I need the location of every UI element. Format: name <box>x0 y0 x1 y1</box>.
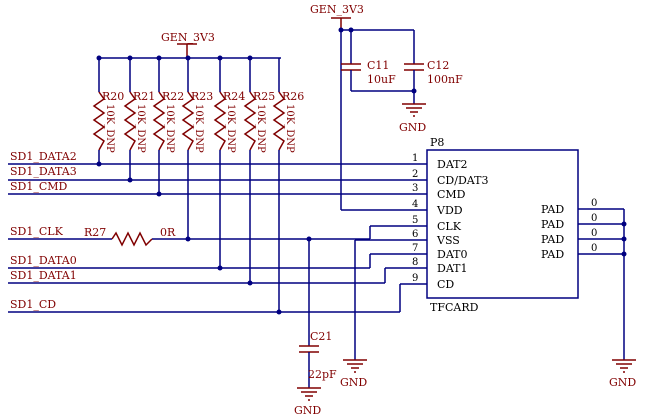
connector-part: TFCARD <box>430 301 479 314</box>
resistor-ref: R24 <box>223 90 245 103</box>
pullup-resistors: R2010K_DNPR2110K_DNPR2210K_DNPR2310K_DNP… <box>92 58 304 153</box>
c12-value: 100nF <box>427 73 463 86</box>
decoupling-caps: C11 10uF C12 100nF <box>341 29 463 104</box>
pin-name: CMD <box>437 188 466 201</box>
net-wires <box>8 163 427 313</box>
r27-value: 0R <box>160 226 176 239</box>
pin-name: VSS <box>436 234 460 247</box>
pad-name: PAD <box>541 233 564 246</box>
c12-ref: C12 <box>427 59 449 72</box>
resistor-value: 10K_DNP <box>193 104 204 153</box>
net-label-data2: SD1_DATA2 <box>10 150 77 163</box>
gnd-label-caps: GND <box>399 121 426 134</box>
pin-name: CD/DAT3 <box>437 174 488 187</box>
resistor-value: 10K_DNP <box>164 104 175 153</box>
connector-pins: 1 DAT2 2 CD/DAT3 3 CMD 4 VDD 5 CLK 6 VSS 7 DAT0 8 DAT1 9… <box>412 153 488 291</box>
pin-number: 8 <box>412 257 418 268</box>
pad-number: 0 <box>591 243 597 254</box>
pad-number: 0 <box>591 213 597 224</box>
gnd-symbol-c21: GND <box>294 387 321 416</box>
pin-number: 5 <box>412 215 418 226</box>
pin-name: CD <box>437 278 454 291</box>
resistor-value: 10K_DNP <box>225 104 236 153</box>
resistor-value: 10K_DNP <box>104 104 115 153</box>
pin-name: DAT0 <box>437 248 468 261</box>
pad-gnd: GND <box>578 208 636 389</box>
pin-number: 4 <box>412 199 418 210</box>
pad-number: 0 <box>591 228 597 239</box>
c11-ref: C11 <box>367 59 389 72</box>
pin-number: 3 <box>412 183 418 194</box>
tfcard-connector-p8: P8 TFCARD 1 DAT2 2 CD/DAT3 3 CMD 4 VDD 5 CLK 6 VSS 7… <box>412 136 597 314</box>
pin-name: VDD <box>436 204 463 217</box>
pin-number: 9 <box>412 273 418 284</box>
vss-gnd: GND <box>340 239 427 389</box>
pin-name: DAT2 <box>437 158 468 171</box>
pin-number: 1 <box>412 153 418 164</box>
gnd-label-pads: GND <box>609 376 636 389</box>
net-label-data1: SD1_DATA1 <box>10 269 77 282</box>
gen-3v3-left-label: GEN_3V3 <box>161 31 215 44</box>
resistor-ref: R21 <box>133 90 155 103</box>
gnd-label-vss: GND <box>340 376 367 389</box>
resistor-ref: R22 <box>162 90 184 103</box>
pin-number: 6 <box>412 229 418 240</box>
pin-name: CLK <box>437 220 462 233</box>
resistor-ref: R25 <box>253 90 275 103</box>
gen-3v3-top-symbol: GEN_3V3 <box>310 3 364 30</box>
net-label-cmd: SD1_CMD <box>10 180 68 193</box>
junction-dots <box>96 27 627 315</box>
gnd-symbol-caps: GND <box>399 103 426 134</box>
resistor-drop-wires <box>98 150 280 312</box>
net-label-data0: SD1_DATA0 <box>10 254 77 267</box>
resistor-ref: R23 <box>191 90 213 103</box>
resistor-ref: R26 <box>282 90 304 103</box>
pad-name: PAD <box>541 218 564 231</box>
resistor-ref: R20 <box>102 90 124 103</box>
net-label-clk: SD1_CLK <box>10 225 64 238</box>
pin-name: DAT1 <box>437 262 468 275</box>
c21-ref: C21 <box>310 330 332 343</box>
pin-number: 2 <box>412 169 418 180</box>
pad-number: 0 <box>591 198 597 209</box>
gen-3v3-left-symbol: GEN_3V3 <box>161 31 215 58</box>
c11-value: 10uF <box>367 73 396 86</box>
r27-resistor: R27 0R <box>84 226 176 247</box>
pad-name: PAD <box>541 248 564 261</box>
pad-name: PAD <box>541 203 564 216</box>
net-labels: SD1_DATA2 SD1_DATA3 SD1_CMD SD1_CLK SD1_… <box>10 150 77 311</box>
resistor-value: 10K_DNP <box>135 104 146 153</box>
connector-ref: P8 <box>430 136 444 149</box>
net-label-data3: SD1_DATA3 <box>10 165 77 178</box>
pin-number: 7 <box>412 243 418 254</box>
resistor-value: 10K_DNP <box>255 104 266 153</box>
r27-ref: R27 <box>84 226 106 239</box>
resistor-value: 10K_DNP <box>284 104 295 153</box>
c21-value: 22pF <box>308 368 337 381</box>
gnd-label-c21: GND <box>294 404 321 416</box>
gen-3v3-top-label: GEN_3V3 <box>310 3 364 16</box>
net-label-cd: SD1_CD <box>10 298 56 311</box>
c21-capacitor: C21 22pF <box>299 239 337 388</box>
